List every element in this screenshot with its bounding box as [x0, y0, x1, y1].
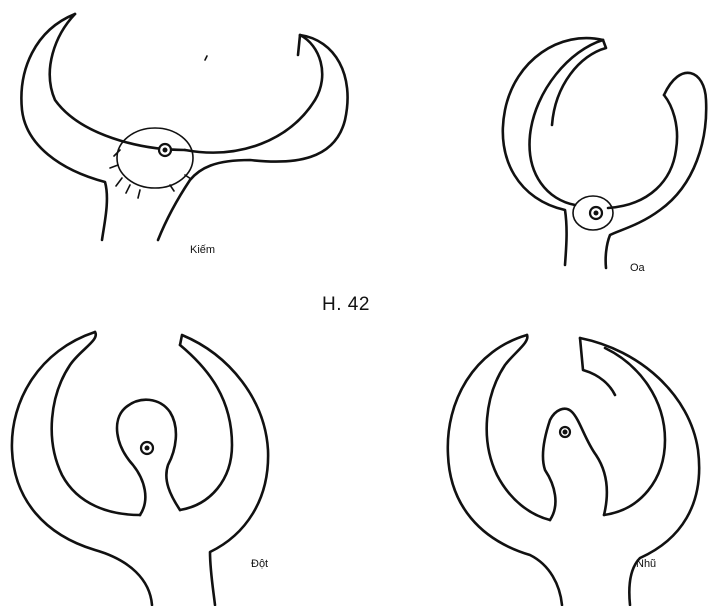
label-oa: Oa — [630, 262, 645, 274]
label-nhu: Nhũ — [636, 558, 656, 570]
label-dot: Đột — [251, 558, 268, 570]
figure-caption: H. 42 — [322, 294, 370, 316]
dot-sketch — [12, 332, 268, 605]
label-kiem: Kiếm — [190, 244, 215, 256]
nhu-sketch — [448, 335, 699, 605]
oa-sketch — [503, 38, 706, 268]
kiem-sketch — [21, 14, 347, 240]
